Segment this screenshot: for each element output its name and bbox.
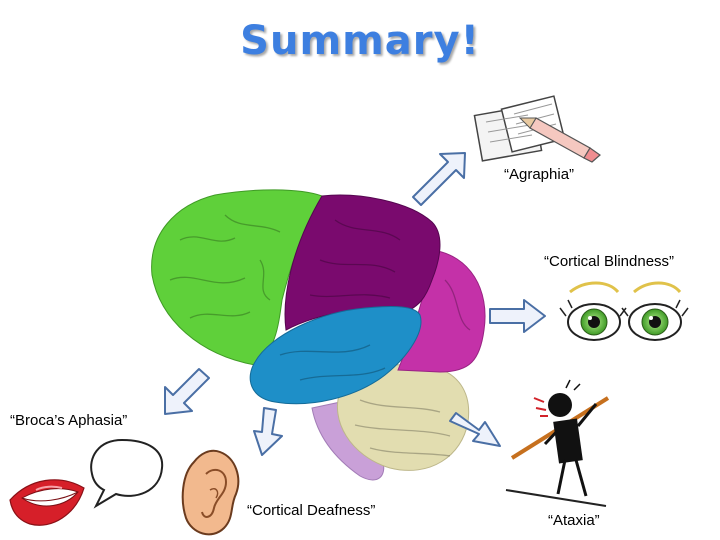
label-brocas-aphasia: “Broca’s Aphasia” xyxy=(10,412,128,429)
arrow-to-cortical-blindness xyxy=(489,299,546,333)
eyes-icon xyxy=(559,281,689,341)
arrow-to-ataxia xyxy=(449,412,501,447)
notebook-pencil-icon xyxy=(473,95,601,163)
mouth-icon xyxy=(9,479,85,526)
label-cortical-deafness: “Cortical Deafness” xyxy=(247,502,376,519)
label-cortical-blindness: “Cortical Blindness” xyxy=(544,253,675,270)
label-ataxia: “Ataxia” xyxy=(548,512,600,529)
arrow-to-brocas-aphasia xyxy=(164,368,210,415)
label-agraphia: “Agraphia” xyxy=(504,166,575,183)
brain-illustration xyxy=(151,189,486,481)
arrow-to-cortical-deafness xyxy=(253,407,283,456)
speech-bubble-icon xyxy=(90,438,164,509)
frontal-lobe xyxy=(151,189,323,366)
ear-icon xyxy=(181,449,240,536)
slide-title: Summary! xyxy=(240,18,480,64)
stick-figure-icon xyxy=(505,379,610,507)
temporal-lobe xyxy=(249,306,422,405)
parietal-lobe xyxy=(284,194,441,331)
arrow-to-agraphia xyxy=(412,152,466,206)
